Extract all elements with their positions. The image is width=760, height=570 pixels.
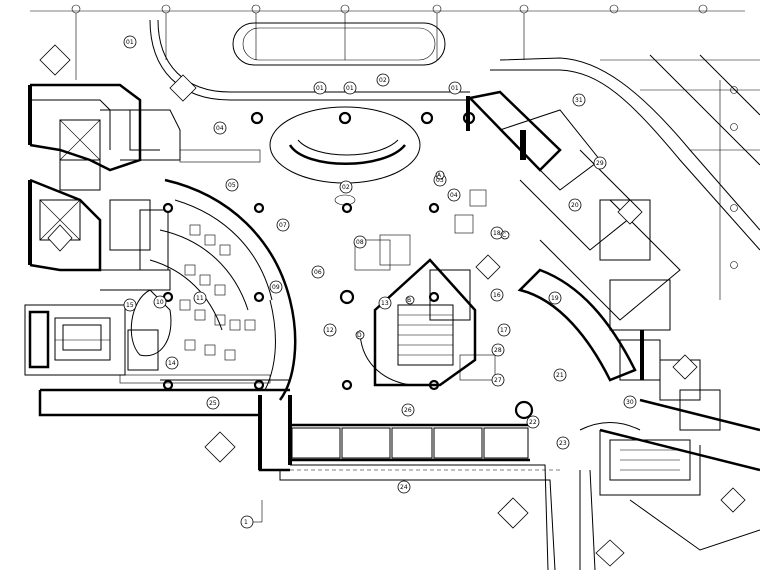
svg-text:B: B: [407, 297, 411, 304]
svg-text:27: 27: [494, 377, 502, 384]
svg-text:15: 15: [126, 302, 134, 309]
svg-text:22: 22: [529, 419, 537, 426]
svg-text:01: 01: [316, 85, 324, 92]
svg-text:06: 06: [314, 269, 322, 276]
svg-text:08: 08: [356, 239, 364, 246]
svg-text:1: 1: [244, 519, 248, 526]
svg-text:02: 02: [379, 77, 387, 84]
svg-text:04: 04: [216, 125, 224, 132]
svg-text:04: 04: [450, 192, 458, 199]
svg-text:24: 24: [400, 484, 408, 491]
svg-text:10: 10: [156, 299, 164, 306]
svg-text:30: 30: [626, 399, 634, 406]
room-tag-numbers: 01 01 01 02 01 04 02 03 04 05 06 07 08 0…: [126, 39, 634, 491]
restaurant-curve: [40, 178, 297, 401]
svg-text:01: 01: [126, 39, 134, 46]
columns: [162, 111, 534, 420]
svg-text:12: 12: [326, 327, 334, 334]
svg-text:29: 29: [596, 160, 604, 167]
svg-text:05: 05: [228, 182, 236, 189]
section-marks: A B C D: [355, 170, 510, 340]
svg-text:28: 28: [494, 347, 502, 354]
svg-text:D: D: [357, 332, 362, 339]
svg-text:01: 01: [451, 85, 459, 92]
seating-clusters: [119, 149, 496, 384]
west-service: [29, 83, 181, 291]
top-planter: [232, 22, 446, 66]
east-wing: [490, 54, 760, 300]
svg-text:20: 20: [571, 202, 579, 209]
svg-text:21: 21: [556, 372, 564, 379]
svg-text:17: 17: [500, 327, 508, 334]
east-rooms: [467, 90, 760, 551]
entry-road: [149, 19, 470, 101]
svg-text:23: 23: [559, 440, 567, 447]
svg-text:25: 25: [209, 400, 217, 407]
top-grid: [30, 4, 745, 80]
svg-text:07: 07: [279, 222, 287, 229]
stair-core: [359, 258, 477, 387]
bar-counter-block: [24, 289, 172, 376]
elevation-markers: [39, 44, 746, 567]
bottom-walls: [38, 390, 596, 570]
svg-text:11: 11: [196, 295, 204, 302]
svg-text:13: 13: [381, 300, 389, 307]
svg-text:C: C: [502, 232, 506, 239]
solid-walls: [28, 85, 644, 470]
private-rooms: [290, 423, 560, 471]
svg-text:18: 18: [493, 230, 501, 237]
grid-marker-1: 1: [240, 500, 263, 529]
svg-text:01: 01: [346, 85, 354, 92]
svg-text:14: 14: [168, 360, 176, 367]
svg-text:A: A: [437, 172, 442, 179]
svg-text:16: 16: [493, 292, 501, 299]
svg-text:19: 19: [551, 295, 559, 302]
svg-text:26: 26: [404, 407, 412, 414]
svg-text:31: 31: [575, 97, 583, 104]
svg-text:09: 09: [272, 284, 280, 291]
svg-text:03: 03: [436, 177, 444, 184]
svg-text:02: 02: [342, 184, 350, 191]
